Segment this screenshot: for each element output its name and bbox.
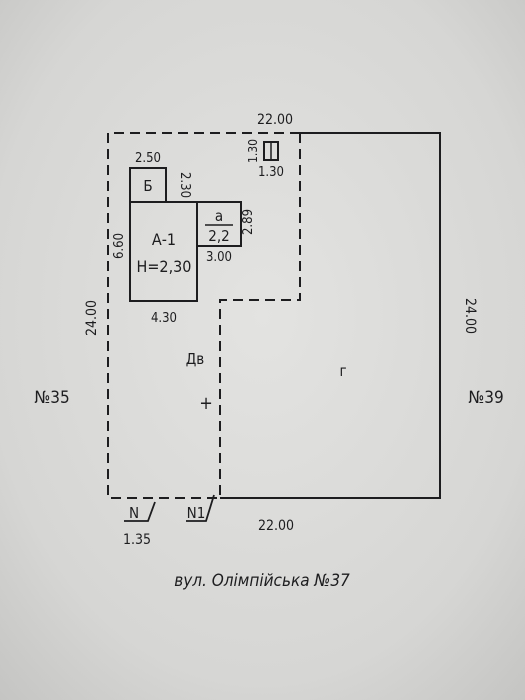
- street-caption: вул. Олімпійська №37: [174, 571, 350, 591]
- building-a1-depth: 6.60: [112, 233, 127, 259]
- shed-size-bottom: 1.30: [258, 165, 284, 180]
- entrance-n1-label: N1: [187, 504, 206, 522]
- building-b-width: 2.50: [135, 151, 161, 166]
- building-b-depth: 2.30: [177, 172, 192, 198]
- annex-a-label: а: [215, 207, 223, 225]
- building-b: [129, 167, 167, 203]
- entrance-n-label: N: [129, 504, 139, 522]
- plot-division-line: [219, 133, 301, 498]
- neighbor-left-label: №35: [34, 388, 69, 408]
- plot-label-g: г: [339, 362, 346, 380]
- lot-boundary-dashed: [107, 132, 300, 499]
- lot-depth-left-dimension: 24.00: [84, 300, 100, 336]
- annex-a-depth: 2.89: [241, 209, 256, 235]
- lot-width-bottom-dimension: 22.00: [258, 518, 294, 534]
- lot-width-top-dimension: 22.00: [257, 112, 293, 128]
- entrance-n-width: 1.35: [123, 532, 151, 548]
- neighbor-right-label: №39: [468, 388, 503, 408]
- annex-a-width: 3.00: [206, 250, 232, 265]
- building-a-annex: [196, 201, 242, 247]
- entrance-n1-leader: [186, 494, 215, 522]
- plot-label-dv: Дв: [186, 350, 205, 368]
- lot-depth-right-dimension: 24.00: [462, 298, 478, 334]
- annex-a-sublabel: 2,2: [208, 227, 229, 245]
- entrance-n-leader: [124, 501, 156, 522]
- shed-size-side: 1.30: [246, 139, 260, 163]
- point-mark: +: [199, 393, 213, 414]
- building-b-label: Б: [143, 177, 152, 195]
- building-a1-width: 4.30: [151, 311, 177, 326]
- building-a1-height: Н=2,30: [137, 257, 192, 276]
- lot-boundary-solid: [220, 132, 441, 499]
- building-a1-label: А-1: [152, 230, 176, 249]
